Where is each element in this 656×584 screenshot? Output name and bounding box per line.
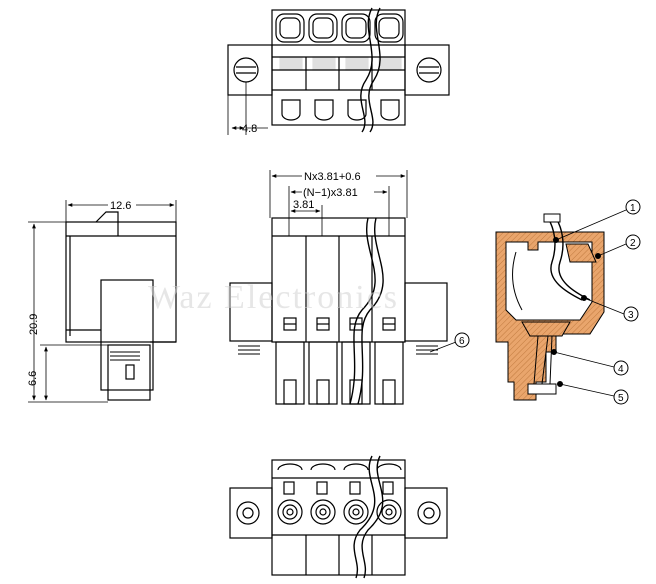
dim-side-height: 20.9: [28, 314, 40, 335]
side-body: [65, 221, 177, 343]
dim-side-width: 12.6: [110, 200, 131, 212]
callout-1: 1: [630, 203, 636, 214]
callout-4: 4: [618, 364, 624, 375]
callout-2: 2: [630, 238, 636, 249]
side-view: [28, 200, 177, 403]
watermark: Waz Electronics: [148, 279, 399, 316]
dim-front-total: Nx3.81+0.6: [304, 171, 361, 183]
top-right-flange: [404, 44, 450, 96]
front-right-flange: [404, 282, 448, 342]
callout-leaders: [429, 209, 627, 397]
callout-6: 6: [459, 336, 465, 347]
top-left-flange: [227, 44, 273, 96]
callout-5: 5: [618, 393, 624, 404]
bottom-left-flange: [229, 487, 273, 539]
section-view: [495, 213, 605, 401]
dim-front-inner: (N−1)x3.81: [303, 187, 358, 199]
dim-side-lower: 6.6: [27, 371, 39, 386]
bottom-right-flange: [404, 487, 448, 539]
bottom-view: [229, 455, 448, 579]
top-left-screw: [233, 57, 259, 83]
dim-top-offset: 4.8: [242, 123, 257, 135]
top-view: [227, 7, 450, 135]
front-view: [229, 170, 448, 405]
callout-3: 3: [628, 310, 634, 321]
top-right-screw: [416, 57, 442, 83]
callout-bubbles: [454, 199, 641, 405]
dim-front-pitch: 3.81: [293, 199, 314, 211]
top-body: [271, 9, 406, 126]
